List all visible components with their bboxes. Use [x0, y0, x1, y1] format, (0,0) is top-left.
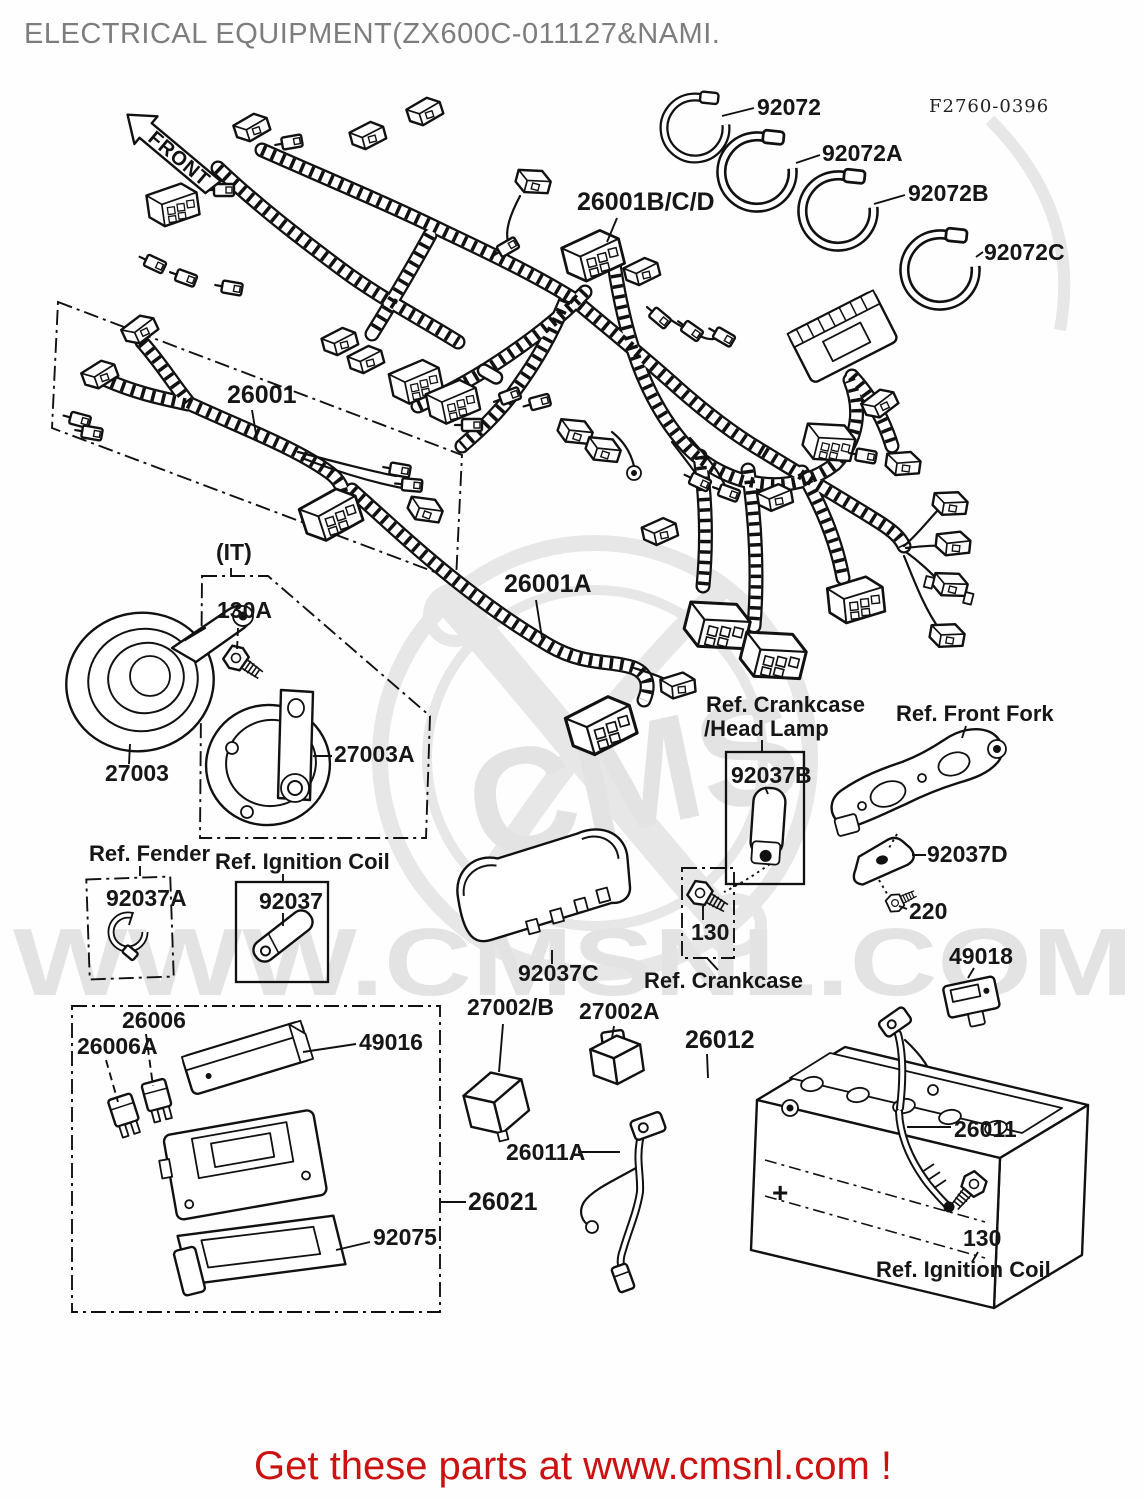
callout-130-ignition: 130: [963, 1225, 1002, 1251]
callout-26012: 26012: [685, 1026, 755, 1054]
callout-26001bcd: 26001B/C/D: [577, 188, 715, 216]
callout-ref-ignition-coil-top: Ref. Ignition Coil: [215, 849, 390, 874]
callout-130-crankcase: 130: [691, 919, 730, 945]
figure-code: F2760-0396: [929, 96, 1050, 117]
callout-26001: 26001: [227, 381, 297, 409]
callout-ref-front-fork: Ref. Front Fork: [896, 701, 1054, 726]
callout-27003a: 27003A: [334, 741, 415, 767]
front-fork-bracket: [830, 728, 1007, 837]
callout-ref-crankcase: Ref. Crankcase: [644, 968, 803, 993]
callout-ref-crankcase-headlamp-2: /Head Lamp: [704, 716, 829, 741]
strap-92037b: [749, 786, 787, 866]
callout-130a: 130A: [217, 597, 272, 623]
callout-92072b: 92072B: [908, 180, 989, 206]
callout-92037a: 92037A: [106, 885, 187, 911]
callout-ref-crankcase-headlamp-1: Ref. Crankcase: [706, 692, 865, 717]
callout-92037b: 92037B: [731, 762, 812, 788]
thin-wires: [296, 194, 946, 1228]
cable-26011a: [585, 1111, 667, 1294]
clamp-92037c: [456, 828, 632, 943]
front-arrow-label: FRONT: [144, 127, 215, 191]
callout-27003: 27003: [105, 760, 169, 786]
battery-plus-mark: +: [772, 1177, 788, 1208]
callout-92072a: 92072A: [822, 140, 903, 166]
switch-body-part: [786, 289, 898, 383]
callout-92072c: 92072C: [984, 239, 1065, 265]
fusebox-group-26021: [106, 1019, 347, 1297]
part-49018: [942, 975, 1001, 1028]
callout-26006: 26006: [122, 1007, 186, 1033]
callout-it-note: (IT): [216, 539, 252, 565]
callout-26021: 26021: [468, 1188, 538, 1216]
callout-26011: 26011: [954, 1116, 1017, 1142]
clamp-92037d: [852, 836, 915, 886]
callout-27002b: 27002/B: [467, 994, 554, 1020]
relay-27002b: [462, 1071, 531, 1143]
callout-49016: 49016: [359, 1029, 423, 1055]
callout-92075: 92075: [373, 1224, 437, 1250]
callout-220: 220: [909, 898, 948, 924]
relay-27002a: [589, 1028, 645, 1086]
callout-26006a: 26006A: [77, 1033, 158, 1059]
callout-92037c: 92037C: [518, 960, 599, 986]
leader-lines: [105, 107, 984, 1263]
callout-ref-ignition-coil-bottom: Ref. Ignition Coil: [876, 1257, 1051, 1282]
connectors: [60, 93, 977, 762]
callout-92037: 92037: [259, 888, 323, 914]
horn-27003: [65, 604, 254, 753]
page-title: ELECTRICAL EQUIPMENT(ZX600C-011127&NAMI.: [24, 18, 721, 50]
cable-26011: [877, 1006, 955, 1213]
callout-ref-fender: Ref. Fender: [89, 841, 211, 866]
bolt-130a: [219, 641, 269, 687]
footer-promo-link[interactable]: Get these parts at www.cmsnl.com !: [254, 1444, 892, 1488]
clamp-92037a: [107, 911, 149, 962]
callout-49018: 49018: [949, 943, 1013, 969]
band-92037: [252, 909, 314, 963]
callout-26011a: 26011A: [506, 1139, 586, 1165]
callout-92072: 92072: [757, 94, 821, 120]
callout-92037d: 92037D: [927, 841, 1008, 867]
horn-27003a: [204, 688, 332, 827]
callout-27002a: 27002A: [579, 998, 660, 1024]
callout-26001a: 26001A: [504, 570, 592, 598]
